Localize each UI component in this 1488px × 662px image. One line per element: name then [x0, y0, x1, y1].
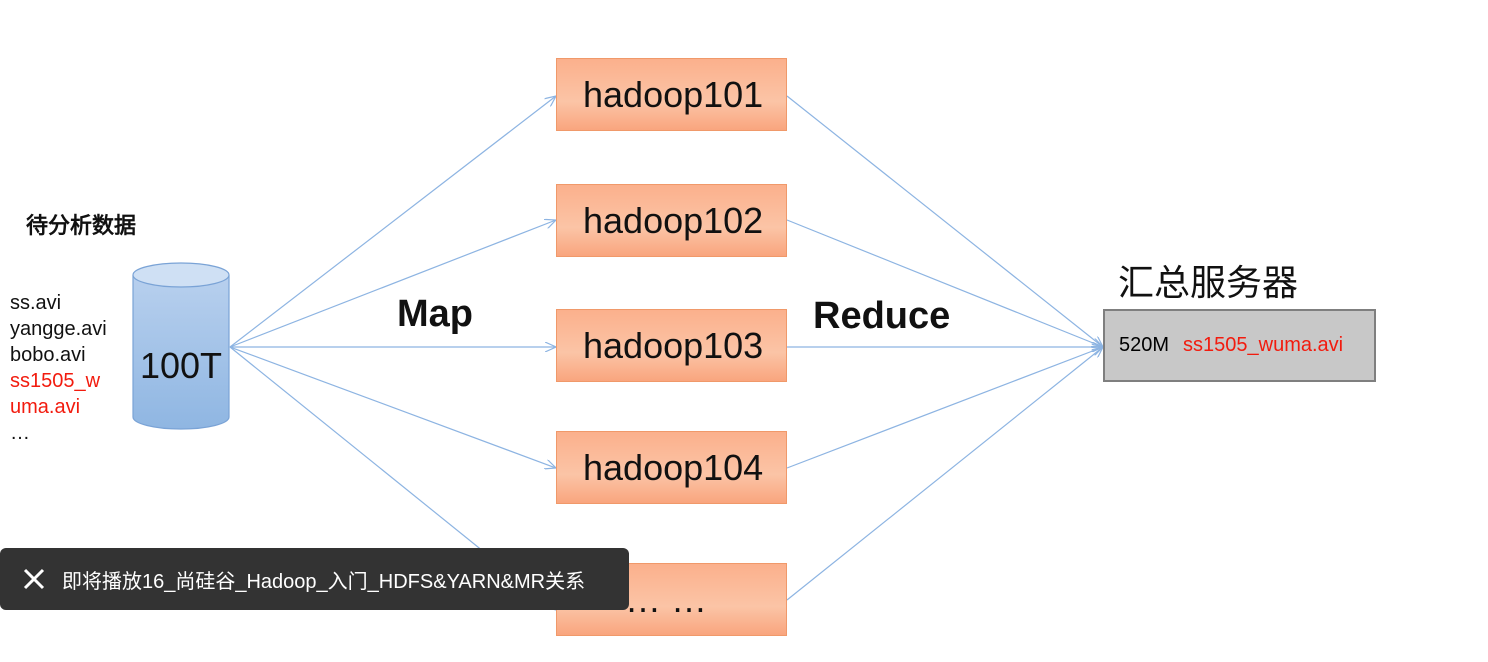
node-hadoop102: hadoop102: [556, 184, 787, 257]
reduce-arrow-101: [786, 95, 1103, 347]
storage-size-label: 100T: [139, 345, 223, 386]
map-label: Map: [397, 293, 473, 335]
node-hadoop103: hadoop103: [556, 309, 787, 382]
highlight-file-item: ss1505_w: [10, 370, 101, 392]
map-arrow-102: [229, 220, 556, 348]
node-hadoop104: hadoop104: [556, 431, 787, 504]
data-heading: 待分析数据: [26, 213, 137, 238]
database-cylinder-icon: [132, 262, 230, 430]
up-next-text[interactable]: 即将播放16_尚硅谷_Hadoop_入门_HDFS&YARN&MR关系: [62, 570, 586, 593]
file-item: bobo.avi: [10, 344, 86, 366]
file-item: ss.avi: [10, 292, 62, 314]
reduce-arrow-104: [786, 347, 1103, 469]
reduce-arrow-more: [786, 347, 1103, 601]
up-next-toast[interactable]: 即将播放16_尚硅谷_Hadoop_入门_HDFS&YARN&MR关系: [0, 548, 629, 610]
server-title: 汇总服务器: [1118, 262, 1299, 303]
reduce-arrow-102: [786, 219, 1103, 347]
reduce-label: Reduce: [813, 295, 951, 337]
map-arrow-101: [229, 96, 556, 348]
map-arrow-104: [229, 346, 556, 468]
node-hadoop101: hadoop101: [556, 58, 787, 131]
file-list: ss.avi yangge.avi bobo.avi ss1505_w uma.…: [10, 290, 107, 446]
result-file: ss1505_wuma.avi: [1183, 334, 1344, 356]
result-size: 520M: [1119, 334, 1170, 356]
close-icon[interactable]: [20, 565, 48, 593]
file-item: yangge.avi: [10, 318, 107, 340]
server-box: 520M ss1505_wuma.avi: [1103, 309, 1376, 382]
highlight-file-item: uma.avi: [10, 396, 81, 418]
file-ellipsis: …: [10, 422, 30, 444]
watermark: [1150, 630, 1172, 662]
